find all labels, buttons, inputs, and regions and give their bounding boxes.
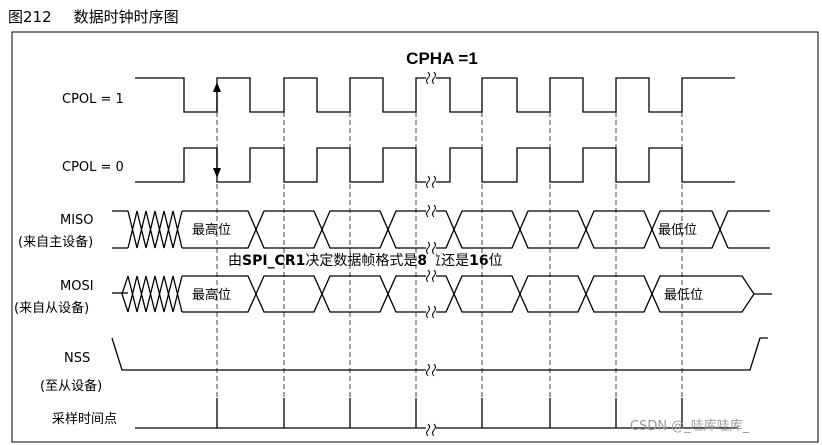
label-nss: NSS — [64, 351, 90, 366]
arrow-down-icon — [213, 168, 221, 178]
break-icon — [426, 423, 436, 437]
label-nss-sub: (至从设备) — [40, 378, 102, 394]
time-break-markers — [426, 70, 436, 440]
label-cpol0: CPOL = 0 — [62, 160, 124, 175]
miso-lsb-label: 最低位 — [658, 223, 697, 238]
data-frame-note: 由SPI_CR1决定数据帧格式是8位还是16位 — [228, 253, 503, 269]
break-icon — [426, 363, 436, 377]
mosi-lsb-label: 最低位 — [664, 288, 703, 303]
figure-number: 图212 — [8, 8, 52, 26]
sample-ticks — [135, 398, 738, 429]
break-icon — [426, 204, 436, 218]
break-gap — [426, 70, 436, 440]
diagram-frame — [11, 31, 819, 443]
watermark: CSDN @_哇库哇库_ — [630, 418, 750, 434]
break-icon — [426, 269, 436, 283]
arrow-up-icon — [213, 82, 221, 92]
figure-caption: 图212 数据时钟时序图 — [8, 6, 179, 27]
nss-waveform — [111, 337, 768, 371]
label-miso: MISO — [60, 213, 94, 228]
label-mosi-sub: (来自从设备) — [14, 300, 89, 316]
break-icon — [426, 241, 436, 255]
mosi-bus — [112, 275, 772, 313]
label-cpol1: CPOL = 1 — [62, 92, 124, 107]
label-miso-sub: (来自主设备) — [18, 234, 93, 250]
label-mosi: MOSI — [60, 279, 94, 294]
cpha-title: CPHA =1 — [406, 49, 478, 68]
figure-title: 数据时钟时序图 — [73, 8, 179, 26]
label-sample: 采样时间点 — [52, 412, 117, 427]
break-icon — [426, 175, 436, 189]
break-icon — [426, 71, 436, 85]
miso-bus — [112, 210, 770, 249]
break-icon — [426, 305, 436, 319]
mosi-msb-label: 最高位 — [192, 287, 231, 303]
miso-msb-label: 最高位 — [192, 222, 231, 238]
